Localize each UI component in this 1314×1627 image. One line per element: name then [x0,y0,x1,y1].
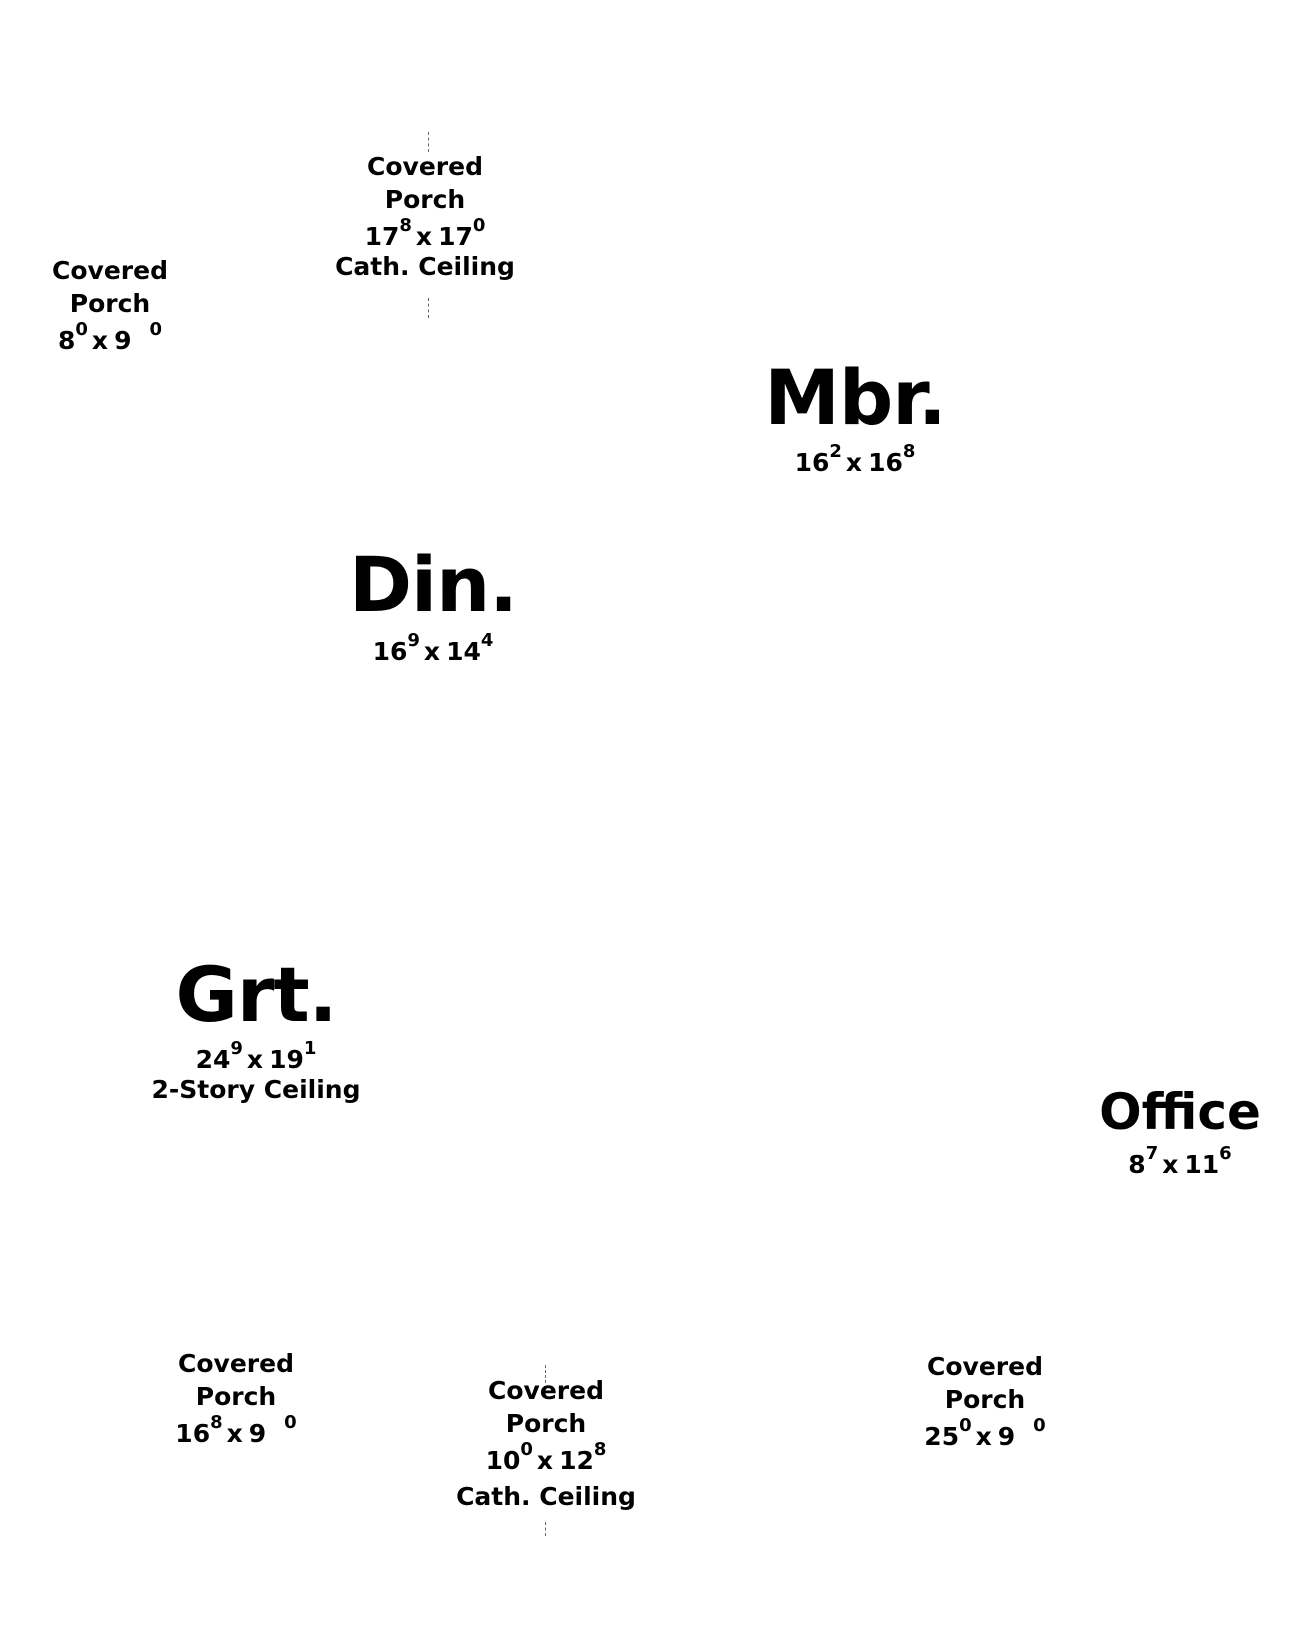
dim-width-inches: 7 [1145,1143,1159,1164]
dim-width-feet: 17 [364,222,400,251]
dim-depth-inches: 4 [480,630,494,651]
ceiling-note: Cath. Ceiling [335,252,515,281]
times-sign: x [91,326,109,355]
room-name-line: Covered [367,152,483,181]
dim-width-feet: 8 [57,326,76,355]
dim-depth-feet: 9 [114,326,132,355]
dim-depth-feet: 12 [559,1446,594,1475]
room-name-line: Covered [52,256,168,285]
dim-depth-inches: 0 [1033,1415,1046,1436]
room-name-line: Porch [384,185,466,214]
room-name-line: Covered [927,1352,1043,1381]
dim-width-feet: 24 [195,1045,231,1074]
room-name-line: Covered [488,1376,604,1405]
dim-depth-inches: 8 [593,1439,607,1460]
dim-width-inches: 0 [75,319,88,340]
dim-width-inches: 8 [210,1412,223,1433]
centerline-tick [428,298,429,318]
dim-depth-inches: 0 [149,319,162,340]
times-sign: x [246,1045,264,1074]
centerline-tick [545,1365,546,1383]
dim-depth-feet: 17 [438,222,473,251]
dim-width-feet: 10 [485,1446,521,1475]
dim-depth-inches: 6 [1219,1143,1232,1164]
dim-depth-feet: 9 [248,1419,267,1448]
dim-depth-feet: 9 [997,1422,1016,1451]
dim-depth-feet: 14 [446,637,481,666]
room-name-line: Covered [178,1349,294,1378]
centerline-tick [545,1522,546,1536]
dim-width-inches: 9 [230,1038,243,1059]
times-sign: x [536,1446,554,1475]
room-name-line: Porch [195,1382,277,1411]
times-sign: x [226,1419,243,1448]
dim-width-feet: 16 [175,1419,211,1448]
room-name: Grt. [175,950,337,1039]
times-sign: x [845,448,863,477]
ceiling-note: Cath. Ceiling [456,1482,636,1511]
dim-width-inches: 0 [959,1415,972,1436]
dim-depth-inches: 0 [472,215,486,236]
times-sign: x [975,1422,992,1451]
dim-width-inches: 9 [407,630,420,651]
room-name-line: Porch [69,289,151,318]
dim-width-feet: 25 [924,1422,960,1451]
dim-width-feet: 8 [1128,1150,1146,1179]
centerline-tick [428,132,429,152]
dim-depth-inches: 1 [303,1038,317,1059]
dim-depth-feet: 16 [868,448,903,477]
room-name-line: Porch [505,1409,587,1438]
dim-width-feet: 16 [372,637,408,666]
dim-depth-inches: 8 [902,441,916,462]
times-sign: x [423,637,441,666]
times-sign: x [415,222,433,251]
dim-depth-inches: 0 [284,1412,297,1433]
times-sign: x [1162,1150,1179,1179]
room-name-line: Porch [944,1385,1026,1414]
dim-width-feet: 16 [794,448,830,477]
dim-width-inches: 0 [520,1439,533,1460]
dim-width-inches: 2 [829,441,842,462]
dim-depth-feet: 19 [269,1045,304,1074]
dim-width-inches: 8 [399,215,412,236]
room-name: Mbr. [764,353,947,442]
ceiling-note: 2-Story Ceiling [151,1075,361,1104]
room-name: Office [1099,1083,1261,1141]
room-name: Din. [348,540,518,629]
dim-depth-feet: 11 [1184,1150,1220,1179]
